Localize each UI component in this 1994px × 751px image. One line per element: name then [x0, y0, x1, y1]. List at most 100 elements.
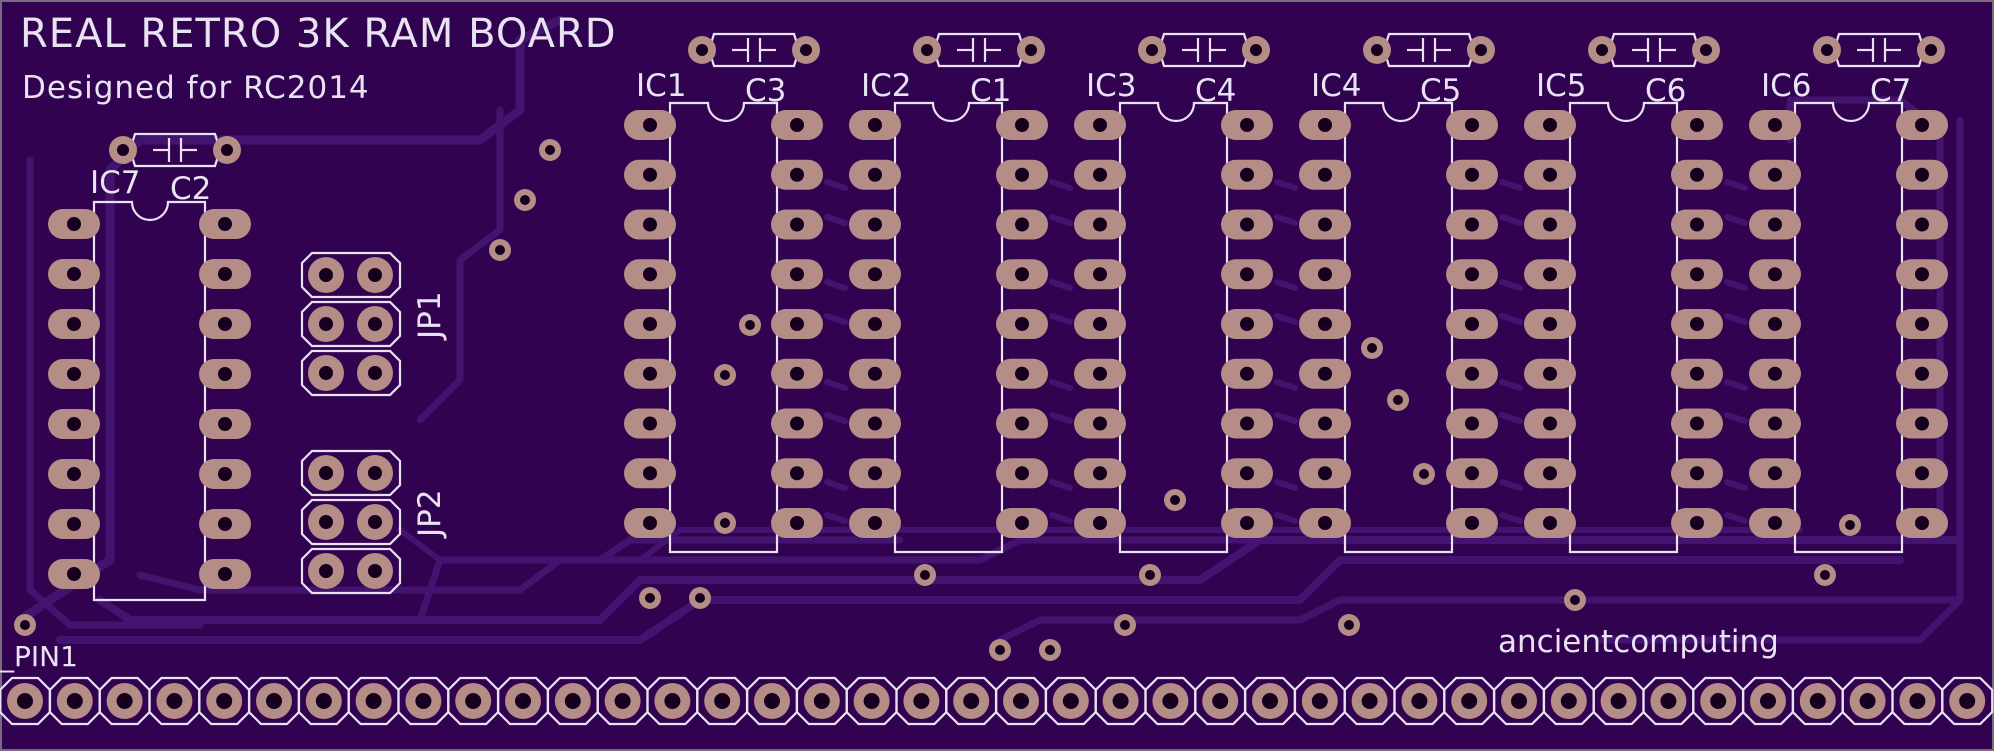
header-pin-drill	[1262, 693, 1278, 709]
copper-trace	[1724, 412, 1748, 424]
capacitor-pad-drill	[921, 44, 933, 56]
chip-pad-drill	[790, 267, 804, 282]
chip-pad-drill	[1465, 366, 1479, 381]
chip-pad-drill	[67, 317, 81, 331]
chip-pad-drill	[1093, 118, 1107, 132]
copper-trace	[1274, 279, 1298, 291]
capacitor	[1363, 32, 1495, 68]
chip-pad-drill	[1690, 167, 1704, 182]
chip-pad-drill	[67, 467, 81, 481]
chip-pad-drill	[1915, 466, 1929, 481]
copper-trace	[1499, 214, 1523, 226]
copper-trace	[1049, 179, 1073, 191]
chip-pad-drill	[1690, 267, 1704, 282]
capacitor-pad-drill	[1250, 44, 1262, 56]
via-drill	[1120, 620, 1130, 630]
copper-trace	[1596, 116, 1964, 644]
via-drill	[495, 245, 505, 255]
chip-pad-drill	[1093, 267, 1107, 282]
pin1-label: _PIN1	[0, 640, 78, 673]
chip-pad-drill	[1093, 516, 1107, 530]
copper-trace	[1274, 379, 1298, 391]
chip-pad-drill	[868, 516, 882, 530]
chip-pad-drill	[1768, 267, 1782, 282]
chip-pad-drill	[790, 466, 804, 481]
chip-outline	[1793, 101, 1904, 554]
copper-trace	[1274, 412, 1298, 424]
capacitor	[1813, 32, 1945, 68]
chip-pad-drill	[1543, 366, 1557, 381]
copper-trace	[1274, 479, 1298, 491]
chip-pad-drill	[643, 466, 657, 481]
header-pin-drill	[66, 693, 83, 709]
via-drill	[1820, 570, 1830, 580]
chip-pad-drill	[1690, 416, 1704, 431]
header-pin-drill	[1560, 693, 1577, 709]
chip-pad-drill	[1093, 317, 1107, 331]
via-drill	[520, 195, 530, 205]
copper-trace	[1499, 479, 1523, 491]
chip-pad-drill	[1015, 516, 1029, 530]
capacitor	[1138, 32, 1270, 68]
chip-ref-label: IC2	[861, 68, 912, 104]
header-pin-drill	[415, 693, 432, 709]
via-drill	[1045, 645, 1055, 655]
chip-pad-drill	[1543, 118, 1557, 132]
chip-pad-drill	[1465, 217, 1479, 232]
chip-pad-drill	[643, 416, 657, 431]
chip-pad-drill	[868, 217, 882, 232]
header-pin-drill	[1062, 693, 1079, 709]
header-pin-drill	[1710, 693, 1727, 709]
capacitor-pad-drill	[1700, 44, 1712, 56]
chip-pad-drill	[1015, 217, 1029, 232]
header-pin-drill	[266, 693, 282, 709]
cap-ref-label: C7	[1870, 73, 1911, 109]
chip-pad-drill	[67, 217, 81, 231]
copper-trace	[1049, 412, 1073, 424]
ic7-cap-label: C2	[170, 171, 211, 207]
header-pin-drill	[1610, 693, 1627, 709]
header-pin-drill	[515, 693, 531, 709]
board-subtitle: Designed for RC2014	[22, 70, 370, 106]
header-pin-drill	[913, 693, 930, 709]
chip-outline	[893, 101, 1004, 554]
chip-pad-drill	[67, 567, 81, 581]
chip-pad-drill	[1318, 217, 1332, 232]
chip-pad-drill	[643, 267, 657, 282]
chip-pad-drill	[1240, 167, 1254, 182]
chip-pad-drill	[1768, 516, 1782, 530]
chip-pad-drill	[1318, 317, 1332, 331]
jumper-pin-drill	[319, 515, 333, 529]
copper-trace	[1049, 313, 1073, 325]
via-drill	[695, 593, 705, 603]
chip-pad-drill	[1690, 118, 1704, 132]
chip-pad-drill	[218, 517, 232, 531]
chip-outline	[92, 200, 207, 602]
capacitor-pad-drill	[1146, 44, 1158, 56]
copper-trace	[824, 214, 848, 226]
capacitor	[1588, 32, 1720, 68]
copper-trace	[824, 279, 848, 291]
via-group	[14, 139, 1861, 661]
chip-pad-drill	[1768, 317, 1782, 331]
header-pin-drill	[1511, 693, 1527, 709]
copper-trace	[1049, 214, 1073, 226]
chip-pad-drill	[1015, 317, 1029, 331]
chip-pad-drill	[1093, 366, 1107, 381]
copper-trace	[416, 106, 504, 424]
chip-pad-drill	[1015, 366, 1029, 381]
chip-pad-drill	[643, 516, 657, 530]
copper-trace	[1499, 512, 1523, 524]
copper-trace	[824, 412, 848, 424]
chip-pad-drill	[868, 466, 882, 481]
header-pin-drill	[1809, 693, 1826, 709]
header-pin-drill	[764, 693, 780, 709]
copper-trace	[1274, 313, 1298, 325]
copper-trace	[1499, 279, 1523, 291]
header-pin-drill	[365, 693, 382, 709]
copper-trace	[1049, 279, 1073, 291]
jumper-pin-drill	[319, 564, 333, 578]
chip-pad-drill	[643, 217, 657, 232]
